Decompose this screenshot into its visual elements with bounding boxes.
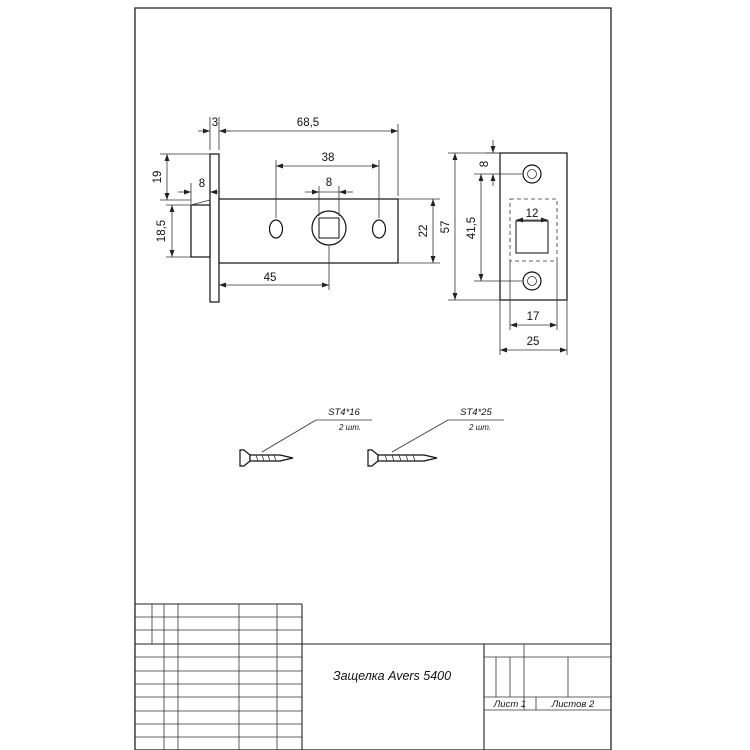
dim-spindle-square: 8 <box>326 177 332 189</box>
dim-strike-height: 57 <box>440 221 452 234</box>
dim-backset: 45 <box>264 272 277 284</box>
latch-body <box>218 198 399 264</box>
dim-strike-width: 25 <box>527 336 540 348</box>
drawing-title: Защелка Avers 5400 <box>333 669 451 683</box>
latch-dimensions: 3 68,5 38 8 19 8 18,5 45 <box>152 117 440 290</box>
latch-spindle-hub <box>311 210 347 246</box>
screw-short-qty: 2 шт. <box>338 423 361 432</box>
dim-body-height: 22 <box>418 225 430 238</box>
screw-short-drawing: ST4*16 2 шт. <box>239 407 372 467</box>
latch-faceplate <box>209 153 220 303</box>
screw-long-qty: 2 шт. <box>468 423 491 432</box>
dim-top-offset: 19 <box>152 171 164 184</box>
latch-hole-left <box>268 219 284 239</box>
drawing-frame <box>134 7 612 750</box>
latch-hole-right <box>371 219 387 239</box>
latch-side-view <box>190 153 399 303</box>
title-block: Защелка Avers 5400 Лист 1 Листов 2 <box>135 603 611 750</box>
dim-bolt-protrusion: 8 <box>199 178 205 190</box>
dim-bolt-height: 18,5 <box>156 220 168 242</box>
dim-hole-spacing: 38 <box>322 152 335 164</box>
strike-plate-view <box>499 152 568 301</box>
strike-hole-bottom <box>522 271 542 291</box>
screw-long-drawing: ST4*25 2 шт. <box>367 407 504 467</box>
sheet-count: Листов 2 <box>551 699 595 710</box>
dim-strike-hole-spacing: 41,5 <box>466 217 478 239</box>
strike-hole-top <box>522 164 542 184</box>
strike-dimensions: 57 41,5 8 12 17 25 <box>440 140 568 355</box>
dim-strike-opening-width: 12 <box>526 208 539 220</box>
dim-faceplate-thickness: 3 <box>212 117 218 129</box>
screw-long-size: ST4*25 <box>460 407 492 418</box>
dim-strike-inner-width: 17 <box>527 311 540 323</box>
screw-short-size: ST4*16 <box>328 407 360 418</box>
strike-opening-outer <box>509 198 558 262</box>
dim-strike-hole-offset: 8 <box>479 161 491 167</box>
dim-total-length: 68,5 <box>297 117 319 129</box>
latch-bolt <box>190 204 211 258</box>
sheet-number: Лист 1 <box>493 699 526 710</box>
